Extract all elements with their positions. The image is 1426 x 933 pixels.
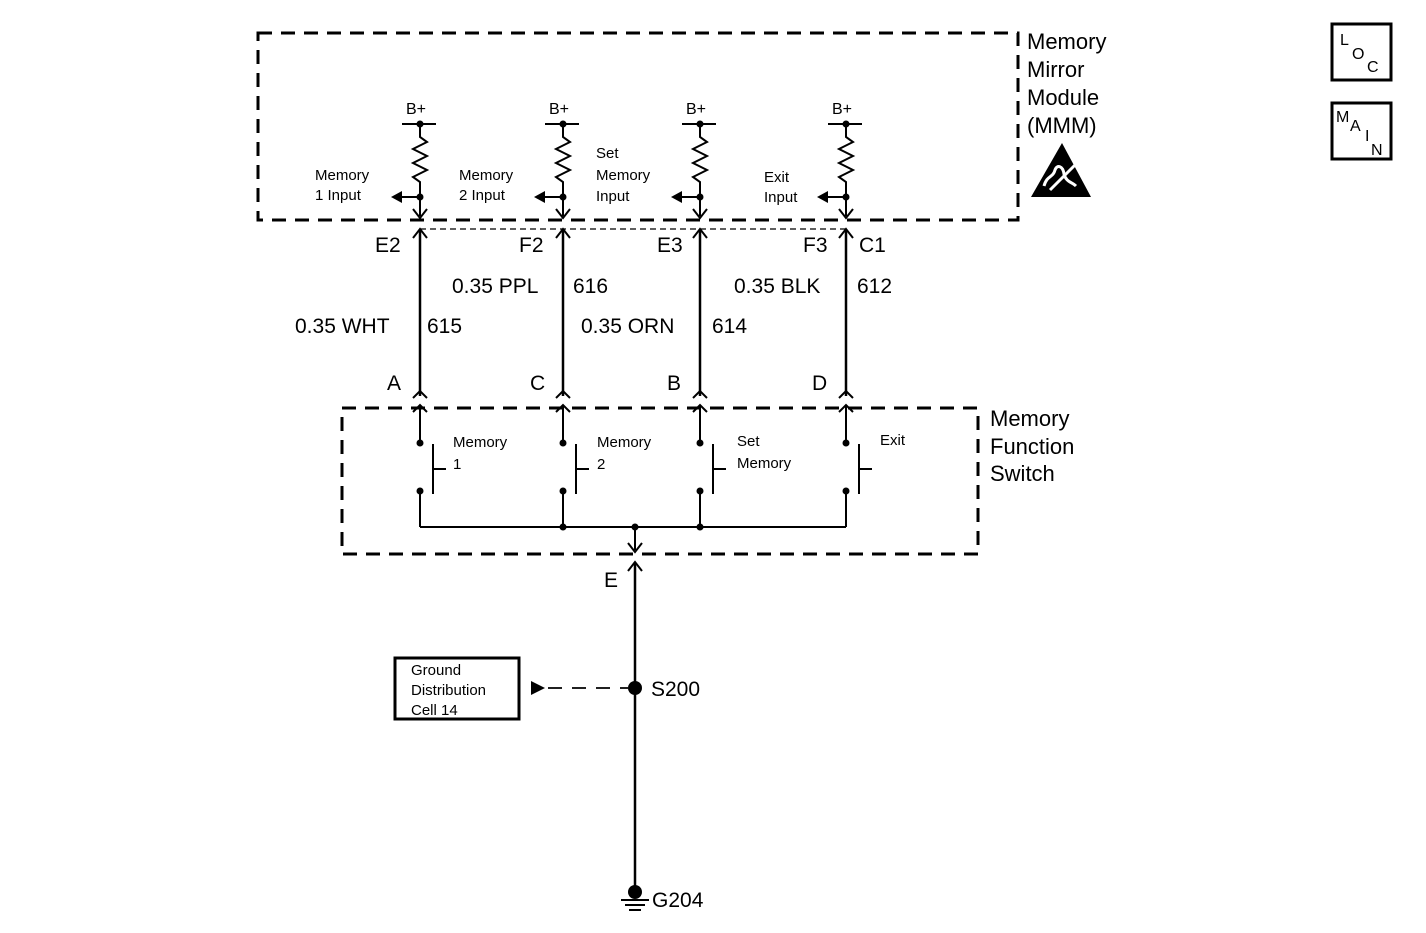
esd-warning-icon [1031,143,1091,197]
input-label-3-line2: Memory [596,167,651,184]
loc-letter-1: L [1340,32,1349,49]
input-label-2-line2: 2 Input [459,187,506,204]
function-switch-title-3: Switch [990,461,1055,486]
input-label-2-line1: Memory [459,167,514,184]
wire-612-circuit: 612 [857,275,892,298]
main-letter-2: A [1350,118,1361,135]
switch-label-4-line1: Exit [880,432,906,449]
mirror-module-boundary [256,31,1020,222]
ground-pin-e: E [604,569,618,592]
ground-g204-dot [628,885,642,899]
input-label-3-line3: Input [596,188,630,205]
loc-button[interactable]: L O C [1330,22,1393,82]
channel-set-memory: B+ Set Memory Input E3 0.35 ORN 614 B Se… [581,101,792,527]
channel-memory-1: B+ Memory 1 Input E2 0.35 WHT 615 A Memo… [295,101,508,527]
main-button[interactable]: M A I N [1330,101,1393,161]
switch-label-1-line1: Memory [453,434,508,451]
switch-pin-c: C [530,372,545,395]
mirror-module-title-3: Module [1027,85,1099,110]
wire-616-gauge: 0.35 PPL [452,275,538,298]
switch-pin-a: A [387,372,401,395]
function-switch-title-1: Memory [990,406,1069,431]
module-pin-f3: F3 [803,234,828,257]
input-label-4-line2: Input [764,189,798,206]
power-label: B+ [832,101,852,118]
loc-letter-3: C [1367,59,1379,76]
switch-label-3-line2: Memory [737,455,792,472]
switch-pin-b: B [667,372,681,395]
splice-s200-label: S200 [651,678,700,701]
function-switch-boundary [340,406,980,556]
input-label-1-line1: Memory [315,167,370,184]
loc-letter-2: O [1352,46,1364,63]
module-pin-e2: E2 [375,234,401,257]
input-label-1-line2: 1 Input [315,187,362,204]
switch-common-bus [420,523,846,572]
channel-exit: B+ Exit Input F3 C1 0.35 BLK 612 D Exit [734,101,906,527]
switch-label-2-line1: Memory [597,434,652,451]
ground-g204-label: G204 [652,889,704,912]
reference-line-1: Ground [411,662,461,679]
reference-line-2: Distribution [411,682,486,699]
function-switch-title-2: Function [990,434,1074,459]
wire-615-circuit: 615 [427,315,462,338]
mirror-module-title-1: Memory [1027,29,1106,54]
input-label-3-line1: Set [596,145,619,162]
channel-memory-2: B+ Memory 2 Input F2 0.35 PPL 616 C Memo… [452,101,652,527]
power-label: B+ [406,101,426,118]
module-pin-f2: F2 [519,234,544,257]
switch-label-1-line2: 1 [453,456,461,473]
main-letter-1: M [1336,109,1349,126]
ground-circuit: E S200 G204 [531,563,704,912]
switch-label-3-line1: Set [737,433,760,450]
wire-614-circuit: 614 [712,315,747,338]
splice-s200-dot [628,681,642,695]
power-label: B+ [549,101,569,118]
mirror-module-title-4: (MMM) [1027,113,1097,138]
switch-pin-d: D [812,372,827,395]
wire-616-circuit: 616 [573,275,608,298]
mirror-module-title-2: Mirror [1027,57,1084,82]
module-pin-c1: C1 [859,234,886,257]
wire-614-gauge: 0.35 ORN [581,315,674,338]
power-label: B+ [686,101,706,118]
module-pin-e3: E3 [657,234,683,257]
ground-distribution-link[interactable]: Ground Distribution Cell 14 [393,656,521,721]
wire-615-gauge: 0.35 WHT [295,315,390,338]
reference-line-3: Cell 14 [411,702,458,719]
switch-label-2-line2: 2 [597,456,605,473]
input-label-4-line1: Exit [764,169,790,186]
wire-612-gauge: 0.35 BLK [734,275,820,298]
main-letter-4: N [1371,142,1383,159]
main-letter-3: I [1365,128,1369,145]
